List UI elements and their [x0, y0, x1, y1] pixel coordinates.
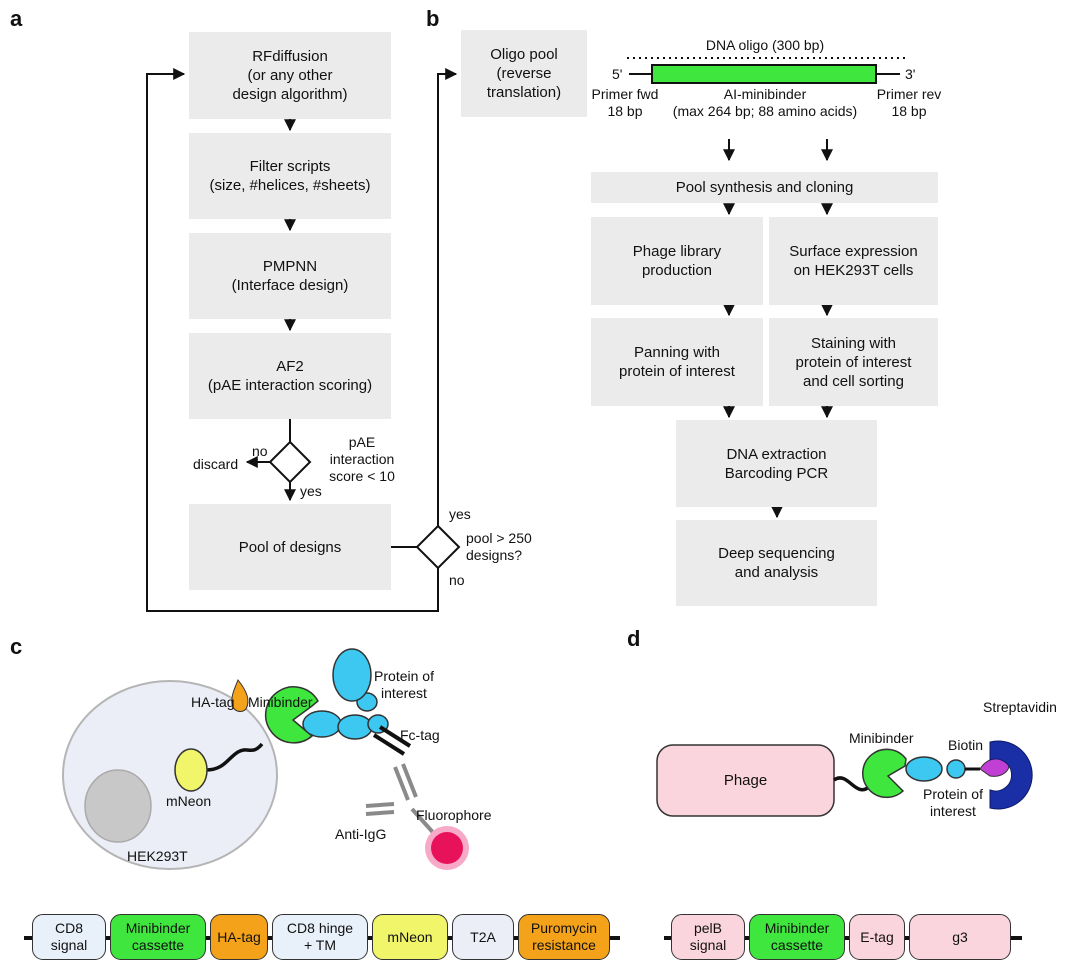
- construct-d-minibinder-cassette: Minibinder cassette: [749, 914, 845, 960]
- decision-score-condition: pAE interaction score < 10: [329, 434, 395, 484]
- construct-c-puromycin: Puromycin resistance: [518, 914, 610, 960]
- construct-d-g3: g3: [909, 914, 1011, 960]
- label-minibinder-d: Minibinder: [849, 730, 914, 746]
- protein-d-1: [905, 756, 943, 782]
- panel-label-b: b: [426, 6, 440, 31]
- deep-sequencing-box: Deep sequencing and analysis: [676, 520, 877, 606]
- oligo-five-prime: 5': [612, 66, 623, 82]
- step-pmpnn: PMPNN (Interface design): [189, 233, 391, 319]
- label-anti-igg: Anti-IgG: [335, 826, 387, 842]
- primer-rev-label: Primer rev 18 bp: [876, 86, 942, 119]
- cell-nucleus: [84, 769, 152, 843]
- primer-fwd-label: Primer fwd 18 bp: [591, 86, 659, 119]
- construct-c-minibinder-cassette: Minibinder cassette: [110, 914, 206, 960]
- staining-box: Staining with protein of interest and ce…: [769, 318, 938, 406]
- discard-label: discard: [193, 456, 239, 472]
- panel-label-a: a: [10, 6, 23, 31]
- oligo-insert-bar: [651, 64, 877, 84]
- mneon-protein: [174, 748, 208, 792]
- oligo-three-prime: 3': [905, 66, 916, 82]
- step-pool-of-designs: Pool of designs: [189, 504, 391, 590]
- decision-diamond-score: [268, 440, 312, 484]
- construct-d-pelb-signal: pelB signal: [671, 914, 745, 960]
- fluorophore-dot: [431, 832, 463, 864]
- protein-blob-2: [337, 714, 373, 740]
- label-ha-tag: HA-tag: [191, 694, 235, 710]
- decision-pool-yes: yes: [449, 506, 471, 522]
- minibinder-shape-c: [264, 686, 319, 744]
- decision-diamond-pool: [415, 524, 461, 570]
- construct-c-mneon: mNeon: [372, 914, 448, 960]
- label-protein-of-interest-c: Protein of interest: [374, 668, 434, 701]
- panel-label-c: c: [10, 634, 23, 659]
- step-filter-scripts: Filter scripts (size, #helices, #sheets): [189, 133, 391, 219]
- construct-d-e-tag: E-tag: [849, 914, 905, 960]
- oligo-title: DNA oligo (300 bp): [705, 37, 825, 53]
- decision-pool-condition: pool > 250 designs?: [466, 530, 532, 563]
- panel-a-connectors: [146, 68, 458, 612]
- label-hek293t: HEK293T: [127, 848, 188, 864]
- phage-body: [656, 744, 835, 817]
- panel-c-illustration: [62, 648, 469, 870]
- phage-library-box: Phage library production: [591, 217, 763, 305]
- step-af2: AF2 (pAE interaction scoring): [189, 333, 391, 419]
- label-minibinder-c: Minibinder: [248, 694, 313, 710]
- label-mneon: mNeon: [166, 793, 212, 809]
- label-fc-tag: Fc-tag: [400, 727, 440, 743]
- panel-label-d: d: [627, 626, 641, 651]
- pool-synthesis-box: Pool synthesis and cloning: [591, 172, 938, 203]
- panel-d-illustration: [656, 740, 1033, 817]
- dna-extraction-box: DNA extraction Barcoding PCR: [676, 420, 877, 507]
- decision-score-no: no: [252, 443, 268, 459]
- decision-score-yes: yes: [300, 483, 322, 499]
- label-streptavidin: Streptavidin: [983, 699, 1057, 715]
- construct-c-t2a: T2A: [452, 914, 514, 960]
- surface-expression-box: Surface expression on HEK293T cells: [769, 217, 938, 305]
- label-fluorophore: Fluorophore: [416, 807, 492, 823]
- construct-c-ha-tag: HA-tag: [210, 914, 268, 960]
- oligo-diagram: [627, 57, 905, 84]
- protein-blob-5: [332, 648, 372, 702]
- streptavidin-shape: [989, 740, 1033, 810]
- step-rfdiffusion: RFdiffusion (or any other design algorit…: [189, 32, 391, 119]
- protein-d-2: [946, 759, 966, 779]
- construct-c-cd8-signal: CD8 signal: [32, 914, 106, 960]
- panning-box: Panning with protein of interest: [591, 318, 763, 406]
- construct-c-cd8-hinge: CD8 hinge + TM: [272, 914, 368, 960]
- label-protein-of-interest-d: Protein of interest: [923, 786, 983, 819]
- insert-label: AI-minibinder (max 264 bp; 88 amino acid…: [672, 86, 858, 119]
- minibinder-shape-d: [862, 748, 907, 799]
- ha-tag-shape: [231, 679, 249, 712]
- decision-pool-no: no: [449, 572, 465, 588]
- label-biotin: Biotin: [948, 737, 984, 753]
- panel-b-connectors: [723, 139, 833, 519]
- protein-blob-1: [302, 710, 342, 738]
- label-phage: Phage: [723, 772, 768, 789]
- oligo-pool-box: Oligo pool (reverse translation): [461, 30, 587, 117]
